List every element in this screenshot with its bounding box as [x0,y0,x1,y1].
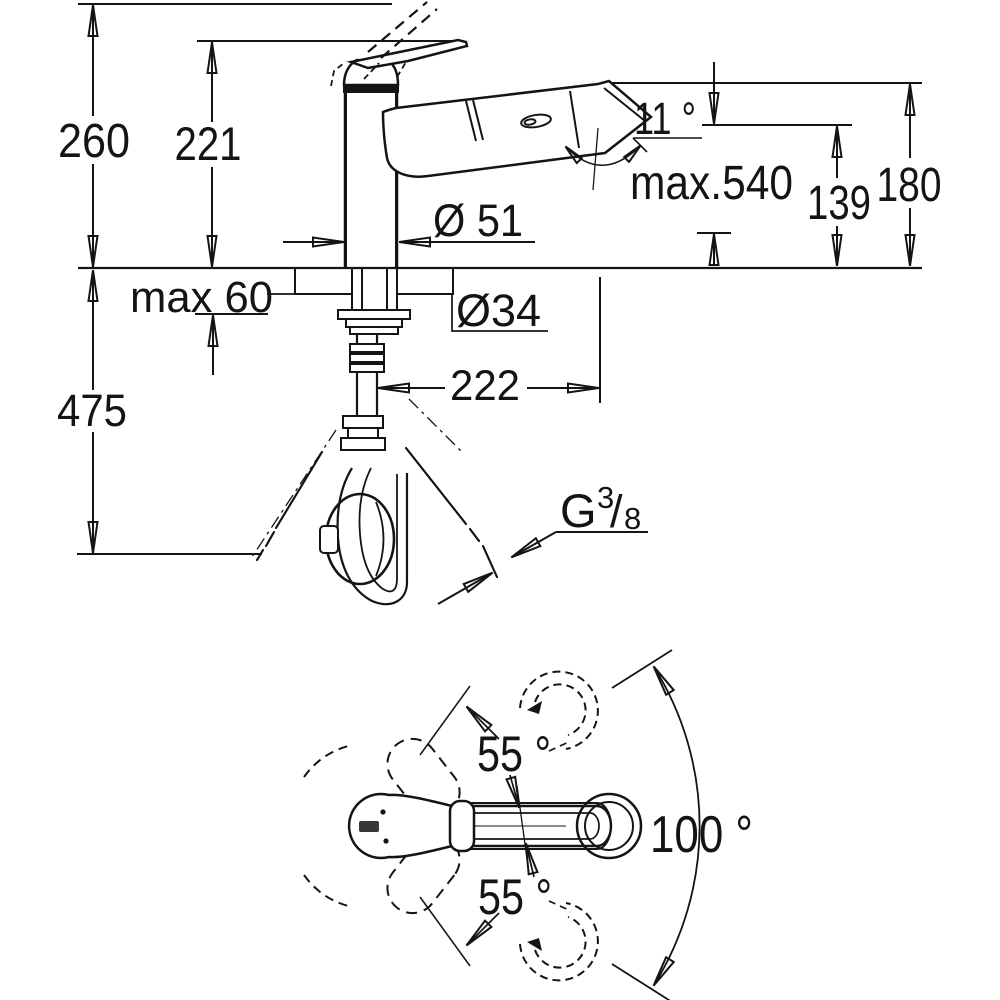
dim-outlet-height-label: 139 [807,177,871,230]
thread-denominator: 8 [624,501,641,536]
extension-lines [77,3,922,555]
thread-prefix: G [560,484,597,537]
spray-head-positions-dashed [519,670,599,982]
thread-size-label: G 3 / 8 [560,480,641,537]
threaded-shank [351,268,398,310]
dim-max-pullout-label: max.540 [630,157,793,210]
hose-coupling [340,415,386,451]
handle-base-band [343,84,399,93]
swivel-total-label: 100 ° [650,806,753,864]
spray-position-upper-outer [519,670,599,750]
hose-axis-right [408,398,462,452]
thread-numerator: 3 [597,480,614,515]
lever-handle [346,38,469,70]
spray-position-lower-inner [534,916,587,969]
brand-mark [359,821,379,832]
escutcheon-inner [584,801,634,851]
deck-hatch-right [396,267,454,295]
dimension-lines [93,6,910,605]
riser-tube [349,334,385,420]
top-view-labels: 55 ° 100 ° 55 ° [477,726,753,925]
dim-spout-height-label: 221 [175,117,242,170]
plan-faucet [347,792,643,860]
supply-hose-right [405,398,498,578]
thread-slash: / [610,486,623,537]
handle-plan [347,792,454,860]
pullout-hose-loop [319,467,409,606]
spout [381,79,653,178]
top-view: 55 ° 100 ° 55 ° [303,649,753,1000]
spray-head-seam [569,90,580,149]
under-deck-assembly [249,268,498,606]
side-view: 260 221 11 ° max.540 139 180 Ø 51 max 60… [57,1,942,606]
swivel-arc [654,667,701,985]
handle-collar [448,799,476,853]
dim-deck-thickness-label: max 60 [130,273,273,322]
hose-weight-clip [319,525,339,554]
raised-lever-dashed [330,1,438,87]
hole-diameter-leader [451,294,548,332]
side-view-labels: 260 221 11 ° max.540 139 180 Ø 51 max 60… [57,93,942,537]
swivel-55-dimensions [419,685,534,967]
dim-overall-height-label: 260 [58,115,130,168]
swivel-total-dimension [611,649,701,1000]
dim-thread-g38 [437,531,648,605]
swivel-upper-label: 55 ° [477,726,551,782]
supply-hose-left [249,429,337,561]
spray-position-upper-inner [534,683,587,736]
dim-body-diameter-label: Ø 51 [433,195,523,246]
swivel-lower-label: 55 ° [478,869,552,925]
spray-position-lower-outer [519,902,599,982]
dim-spray-angle-label: 11 ° [634,93,696,144]
dim-head-top-height-label: 180 [877,159,942,212]
spray-head-face [603,87,646,122]
mounting-hardware [337,309,411,335]
escutcheon-outer [575,792,643,860]
spout-details [465,87,646,149]
dim-projection-label: 222 [450,362,520,410]
spray-angle-detail [566,127,702,191]
angle-arc [566,146,640,167]
dim-below-deck-length-label: 475 [57,385,127,436]
deck-hatch-left [294,267,353,295]
dim-max540 [697,62,731,266]
faucet-body [330,1,702,269]
dim-hole-diameter-label: Ø34 [456,285,541,336]
